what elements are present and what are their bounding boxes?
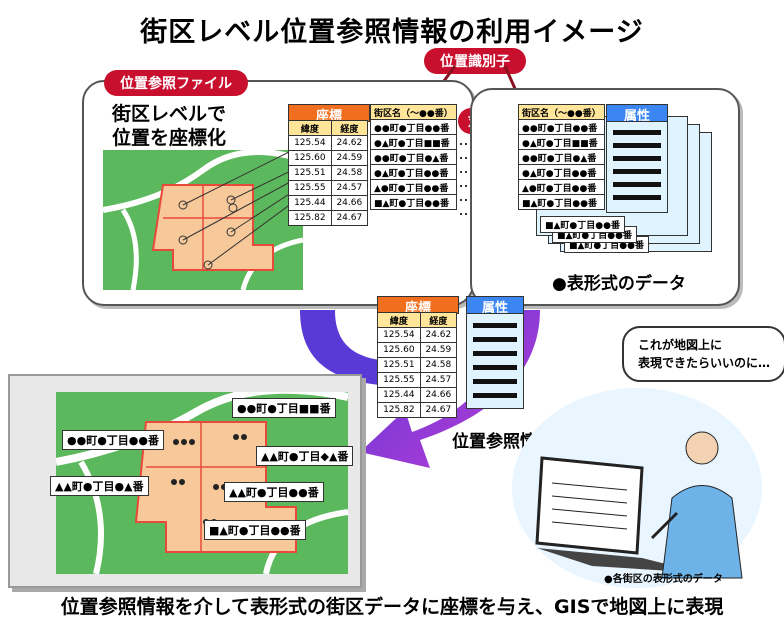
map-label-1: ●●町●丁目■■番 xyxy=(232,398,336,418)
col-lat: 緯度 xyxy=(288,120,332,136)
cell: 24.59 xyxy=(419,342,458,358)
map-label-3: ▲▲町●丁目◆▲番 xyxy=(256,446,354,466)
top-map-illustration xyxy=(103,150,303,290)
block-level-text-1: 街区レベルで xyxy=(112,103,227,125)
laptop-illustration xyxy=(535,431,743,579)
tabular-data-label: ●表形式のデータ xyxy=(552,274,686,294)
stack-row-1: ■▲町●丁目●●番 xyxy=(540,216,625,233)
bottom-caption: 位置参照情報を介して表形式の街区データに座標を与え、GISで地図上に表現 xyxy=(60,596,724,618)
cell: 125.44 xyxy=(288,195,332,211)
col-lon: 経度 xyxy=(330,120,369,136)
list-item: ●▲町●丁目■■番 xyxy=(518,134,605,150)
cell: 24.66 xyxy=(419,387,458,403)
bubble-line-1: これが地図上に xyxy=(638,338,723,352)
cell: 125.60 xyxy=(288,150,332,166)
block-name-header: 街区名（～●●番） xyxy=(370,104,457,120)
cell: 24.59 xyxy=(330,150,369,166)
attr-header-top: 属性 xyxy=(606,104,668,124)
cell: 24.57 xyxy=(330,180,369,196)
cell: 24.62 xyxy=(419,327,458,343)
attr-column-top xyxy=(606,121,668,213)
cell: 24.58 xyxy=(419,357,458,373)
col-lat: 緯度 xyxy=(377,312,421,328)
speech-bubble: これが地図上に 表現できたらいいのに… xyxy=(622,326,784,382)
laptop-caption: ●各街区の表形式のデータ xyxy=(604,574,723,585)
cell: 24.67 xyxy=(419,402,458,418)
list-item: ■▲町●丁目●●番 xyxy=(518,194,605,210)
block-name-table: 街区名（～●●番） ●●町●丁目●●番 ●▲町●丁目■■番 ●●町●丁目●▲番 … xyxy=(370,104,457,210)
cell: 24.67 xyxy=(330,210,369,226)
page-title: 街区レベル位置参照情報の利用イメージ xyxy=(140,17,644,48)
map-label-6: ■▲町●丁目●●番 xyxy=(204,520,306,540)
attr-column-mid xyxy=(466,313,524,409)
bubble-line-2: 表現できたらいいのに… xyxy=(638,356,771,370)
col-lon: 経度 xyxy=(419,312,458,328)
list-item: ●▲町●丁目■■番 xyxy=(370,134,457,150)
map-label-5: ▲▲町●丁目●●番 xyxy=(224,482,324,502)
cell: 125.51 xyxy=(288,165,332,181)
location-identifier-tag: 位置識別子 xyxy=(424,48,526,74)
list-item: ●●町●丁目●●番 xyxy=(518,119,605,135)
cell: 125.82 xyxy=(377,402,421,418)
list-item: ●●町●丁目●●番 xyxy=(370,119,457,135)
cell: 125.54 xyxy=(288,135,332,151)
cell: 125.60 xyxy=(377,342,421,358)
list-item: ●▲町●丁目●●番 xyxy=(518,164,605,180)
cell: 125.55 xyxy=(288,180,332,196)
cell: 24.62 xyxy=(330,135,369,151)
cell: 125.82 xyxy=(288,210,332,226)
cell: 125.55 xyxy=(377,372,421,388)
cell: 125.51 xyxy=(377,357,421,373)
map-label-2: ●●町●丁目●●番 xyxy=(62,430,164,450)
cell: 24.57 xyxy=(419,372,458,388)
cell: 125.44 xyxy=(377,387,421,403)
map-label-4: ▲▲町●丁目●▲番 xyxy=(50,476,149,496)
list-item: ▲●町●丁目●●番 xyxy=(518,179,605,195)
position-file-tag: 位置参照ファイル xyxy=(104,70,248,96)
list-item: ■▲町●丁目●●番 xyxy=(370,194,457,210)
attr-header-mid: 属性 xyxy=(466,296,524,316)
cell: 125.54 xyxy=(377,327,421,343)
right-block-name-table: 街区名（～●●番） ●●町●丁目●●番 ●▲町●丁目■■番 ●●町●丁目●▲番 … xyxy=(518,104,605,210)
list-item: ●●町●丁目●▲番 xyxy=(518,149,605,165)
list-item: ▲●町●丁目●●番 xyxy=(370,179,457,195)
block-level-text-2: 位置を座標化 xyxy=(112,127,227,149)
